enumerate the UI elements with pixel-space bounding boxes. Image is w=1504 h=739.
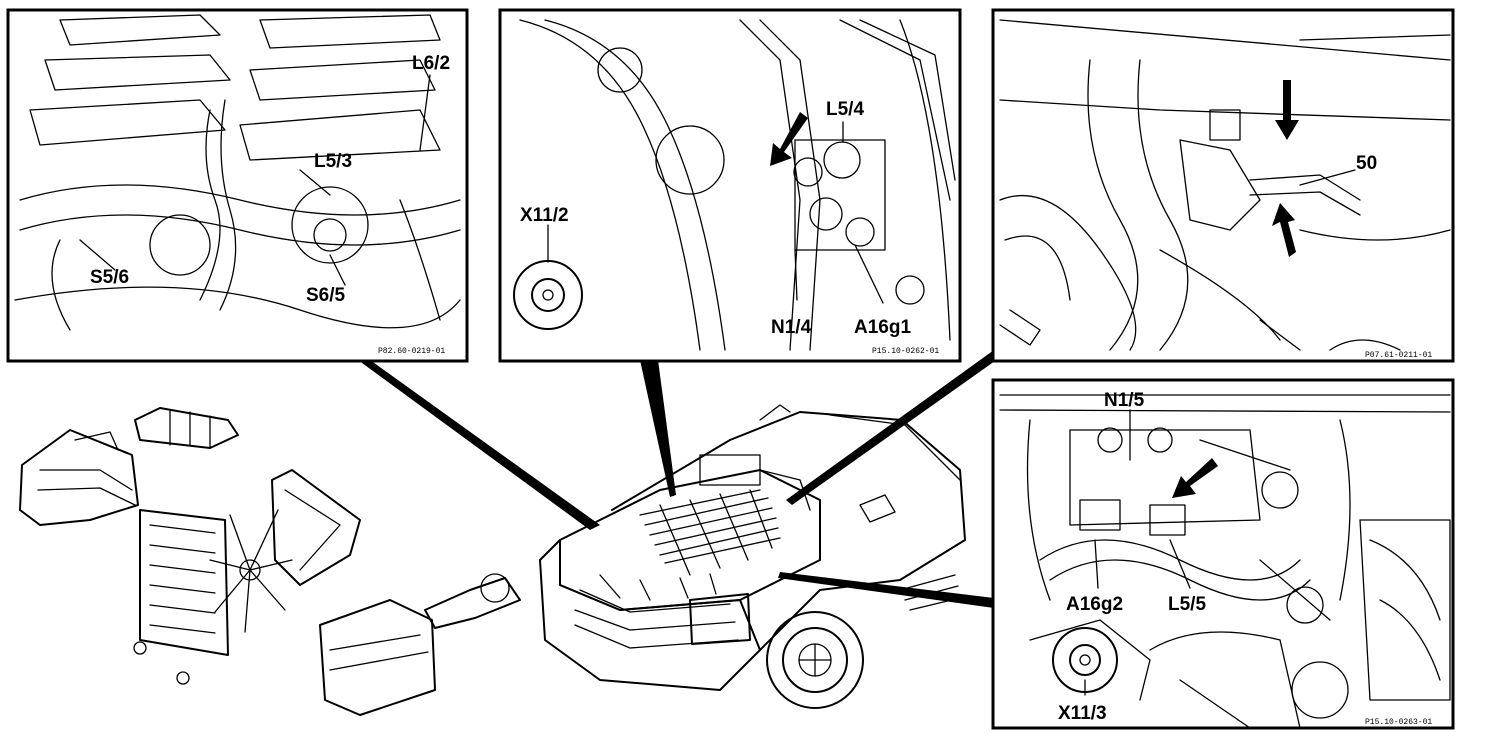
leader-line-top-left bbox=[358, 360, 600, 530]
label-L5-5: L5/5 bbox=[1168, 594, 1206, 615]
arrow-L5-4 bbox=[770, 112, 808, 166]
detail-panel-top-right: 50 P07.61-0211-01 bbox=[991, 8, 1455, 363]
label-X11-2: X11/2 bbox=[520, 205, 569, 226]
label-L5-3: L5/3 bbox=[314, 151, 352, 172]
vehicle-illustration bbox=[539, 404, 966, 709]
label-L6-2: L6/2 bbox=[412, 53, 450, 74]
arrow-N1-5 bbox=[1172, 458, 1218, 498]
arrow-50-lower bbox=[1272, 203, 1296, 257]
label-N1-5: N1/5 bbox=[1104, 390, 1145, 411]
removed-parts-illustration bbox=[19, 407, 521, 716]
leader-line-bottom-right bbox=[778, 572, 994, 608]
label-X11-3: X11/3 bbox=[1058, 703, 1107, 724]
leader-lines bbox=[358, 350, 1002, 608]
label-S6-5: S6/5 bbox=[306, 285, 346, 306]
figure-ref-top-left: P82.60-0219-01 bbox=[378, 347, 445, 356]
label-50: 50 bbox=[1356, 153, 1377, 174]
detail-panel-bottom-right: N1/5 A16g2 L5/5 X11/3 P15.10-0263-01 bbox=[991, 378, 1455, 730]
detail-panel-top-middle: L5/4 X11/2 N1/4 A16g1 P15.10-0262-01 bbox=[498, 8, 962, 363]
label-S5-6: S5/6 bbox=[90, 267, 129, 288]
label-A16g2: A16g2 bbox=[1066, 594, 1123, 615]
figure-ref-top-right: P07.61-0211-01 bbox=[1365, 351, 1432, 360]
detail-panel-top-left: L6/2 L5/3 S5/6 S6/5 P82.60-0219-01 bbox=[6, 8, 469, 363]
leader-line-top-middle bbox=[640, 360, 676, 497]
label-N1-4: N1/4 bbox=[771, 317, 812, 338]
arrow-50-upper bbox=[1275, 80, 1299, 140]
figure-ref-bottom-right: P15.10-0263-01 bbox=[1365, 718, 1432, 727]
leader-line-top-right bbox=[786, 350, 1002, 505]
label-A16g1: A16g1 bbox=[854, 317, 911, 338]
figure-ref-top-middle: P15.10-0262-01 bbox=[872, 347, 939, 356]
label-L5-4: L5/4 bbox=[826, 99, 864, 120]
